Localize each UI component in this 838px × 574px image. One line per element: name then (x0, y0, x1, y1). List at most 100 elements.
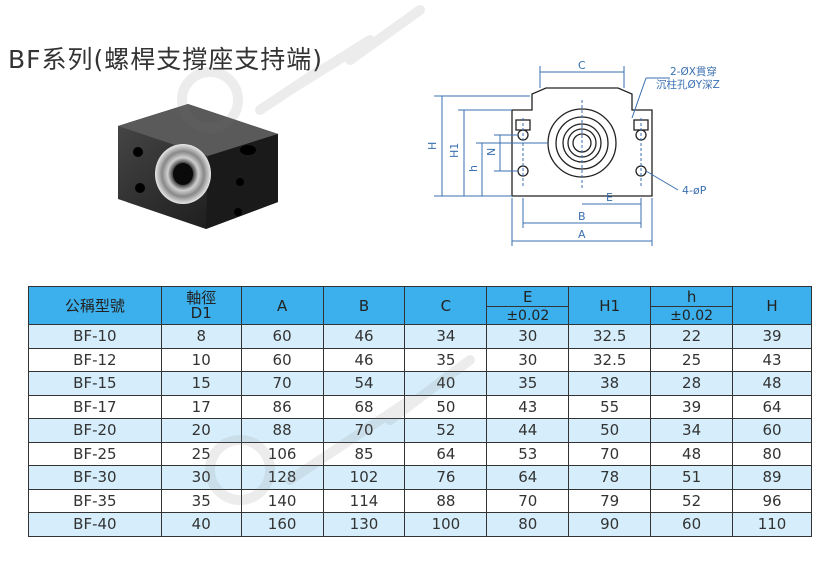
cell-e: 80 (486, 512, 570, 537)
cell-d1: 8 (160, 324, 242, 349)
cell-b: 46 (322, 347, 406, 372)
cell-h1: 55 (568, 394, 652, 419)
table-row: BF-30 30 128 102 76 64 78 51 89 (28, 465, 812, 490)
holes-p-label: 4-øP (682, 184, 707, 197)
cell-h-small: 39 (650, 394, 734, 419)
header-e: E (486, 286, 570, 307)
cell-h1: 70 (568, 441, 652, 466)
cell-h-total: 89 (732, 465, 812, 490)
cell-h1: 50 (568, 418, 652, 443)
cell-c: 100 (404, 512, 488, 537)
cell-model: BF-10 (28, 324, 162, 349)
cell-d1: 25 (160, 441, 242, 466)
cell-b: 68 (322, 394, 406, 419)
cell-model: BF-40 (28, 512, 162, 537)
cell-h-total: 64 (732, 394, 812, 419)
header-h-small: h (650, 286, 734, 307)
cell-e: 43 (486, 394, 570, 419)
cell-h1: 38 (568, 371, 652, 396)
table-row: BF-10 8 60 46 34 30 32.5 22 39 (28, 324, 812, 349)
cell-c: 34 (404, 324, 488, 349)
cell-d1: 40 (160, 512, 242, 537)
dim-label-b: B (578, 210, 586, 223)
dim-label-c: C (578, 59, 586, 72)
page-title: BF系列(螺桿支撐座支持端) (8, 45, 324, 74)
table-row: BF-25 25 106 85 64 53 70 48 80 (28, 441, 812, 466)
hole-note-1: 2-ØX貫穿 (670, 65, 717, 78)
cell-e: 35 (486, 371, 570, 396)
cell-c: 40 (404, 371, 488, 396)
cell-b: 70 (322, 418, 406, 443)
cell-e: 70 (486, 488, 570, 513)
cell-h-small: 22 (650, 324, 734, 349)
header-h1: H1 (568, 286, 652, 325)
cell-c: 50 (404, 394, 488, 419)
table-row: BF-17 17 86 68 50 43 55 39 64 (28, 394, 812, 419)
cell-a: 160 (240, 512, 324, 537)
cell-e: 64 (486, 465, 570, 490)
header-model: 公稱型號 (28, 286, 162, 325)
header-d1-bottom: D1 (190, 303, 212, 322)
header-d1-top: 軸徑 (186, 288, 217, 307)
cell-h-total: 43 (732, 347, 812, 372)
cell-b: 54 (322, 371, 406, 396)
dim-label-h-total: H (426, 142, 439, 150)
cell-h1: 32.5 (568, 347, 652, 372)
cell-h-total: 110 (732, 512, 812, 537)
table-row: BF-15 15 70 54 40 35 38 28 48 (28, 371, 812, 396)
cell-model: BF-12 (28, 347, 162, 372)
cell-a: 88 (240, 418, 324, 443)
dim-label-n: N (485, 148, 498, 156)
cell-a: 106 (240, 441, 324, 466)
cell-e: 53 (486, 441, 570, 466)
cell-e: 30 (486, 347, 570, 372)
cell-h-total: 48 (732, 371, 812, 396)
header-a: A (240, 286, 324, 325)
header-c: C (404, 286, 488, 325)
cell-h-total: 60 (732, 418, 812, 443)
cell-h-small: 51 (650, 465, 734, 490)
cell-a: 60 (240, 347, 324, 372)
cell-c: 35 (404, 347, 488, 372)
cell-c: 64 (404, 441, 488, 466)
dim-label-a: A (578, 228, 586, 241)
cell-model: BF-17 (28, 394, 162, 419)
header-h-tolerance: ±0.02 (650, 306, 734, 325)
header-e-tolerance: ±0.02 (486, 306, 570, 325)
table-row: BF-35 35 140 114 88 70 79 52 96 (28, 488, 812, 513)
cell-model: BF-35 (28, 488, 162, 513)
header-d1: 軸徑 D1 (160, 286, 242, 325)
cell-h-small: 52 (650, 488, 734, 513)
cell-h-small: 48 (650, 441, 734, 466)
cell-d1: 15 (160, 371, 242, 396)
cell-model: BF-20 (28, 418, 162, 443)
cell-c: 52 (404, 418, 488, 443)
cell-h-small: 25 (650, 347, 734, 372)
header-b: B (322, 286, 406, 325)
cell-h1: 79 (568, 488, 652, 513)
cell-h1: 78 (568, 465, 652, 490)
cell-h-total: 80 (732, 441, 812, 466)
cell-b: 85 (322, 441, 406, 466)
cell-d1: 35 (160, 488, 242, 513)
cell-e: 44 (486, 418, 570, 443)
cell-h-small: 34 (650, 418, 734, 443)
cell-a: 140 (240, 488, 324, 513)
cell-a: 128 (240, 465, 324, 490)
cell-a: 70 (240, 371, 324, 396)
cell-d1: 10 (160, 347, 242, 372)
cell-d1: 20 (160, 418, 242, 443)
cell-model: BF-30 (28, 465, 162, 490)
table-row: BF-40 40 160 130 100 80 90 60 110 (28, 512, 812, 537)
cell-model: BF-25 (28, 441, 162, 466)
hole-note-2: 沉柱孔ØY深Z (656, 78, 720, 91)
dim-label-e: E (606, 191, 613, 204)
cell-h-small: 60 (650, 512, 734, 537)
cell-e: 30 (486, 324, 570, 349)
dimension-drawing: C 2-ØX貫穿 沉柱孔ØY深Z H H1 h N E B A 4-øP (426, 59, 720, 246)
table-row: BF-12 10 60 46 35 30 32.5 25 43 (28, 347, 812, 372)
header-h-total: H (732, 286, 812, 325)
cell-h-total: 39 (732, 324, 812, 349)
cell-h-total: 96 (732, 488, 812, 513)
product-photo (118, 104, 278, 229)
